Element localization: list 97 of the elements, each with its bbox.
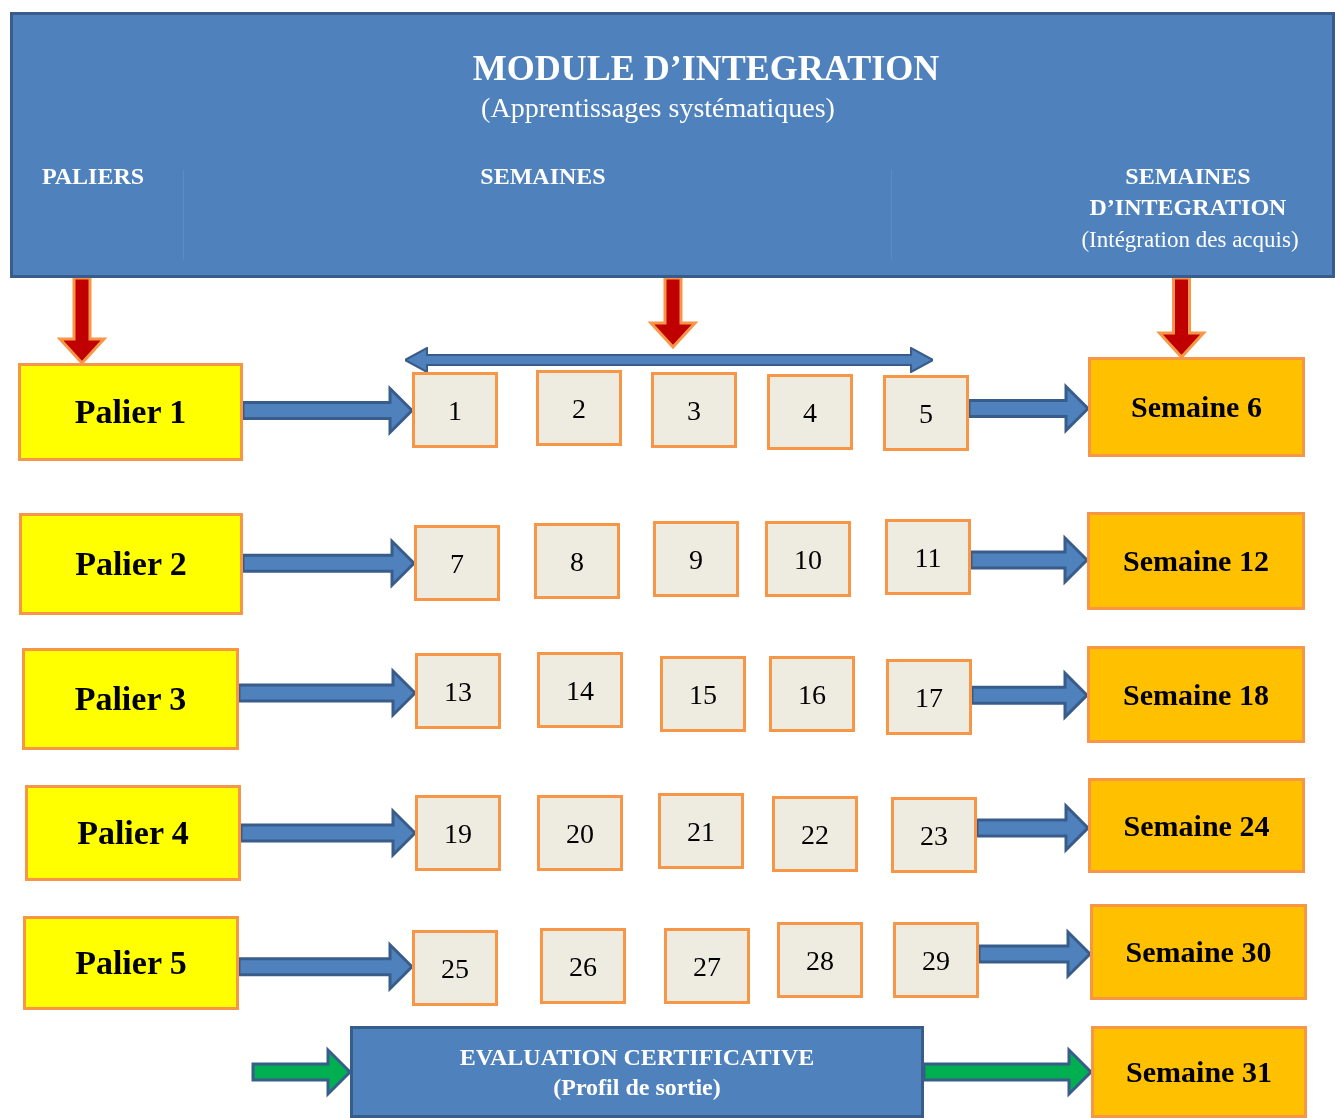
- subtitle: SEMAINES: [480, 162, 606, 191]
- integration-week-box: [1091, 1026, 1307, 1118]
- week-box: [415, 795, 501, 871]
- week-box: [412, 372, 498, 448]
- box-label: Semaine 31: [1126, 1054, 1272, 1091]
- block-arrow: [237, 941, 415, 993]
- box-label: Semaine 24: [1123, 807, 1270, 844]
- column-heading: PALIERS: [41, 162, 145, 191]
- week-box: [883, 375, 969, 451]
- week-number: 1: [448, 393, 462, 428]
- block-arrow: [56, 276, 108, 366]
- week-box: [767, 374, 853, 450]
- week-number: 29: [922, 943, 950, 978]
- level-box: [18, 363, 243, 461]
- block-arrow: [970, 669, 1090, 721]
- week-box: [537, 652, 623, 728]
- column-heading: SEMAINES D’INTEGRATION: [1088, 162, 1288, 223]
- block-arrow: [647, 276, 699, 350]
- week-number: 4: [803, 395, 817, 430]
- box-label: Palier 5: [75, 942, 187, 983]
- box-label: Semaine 6: [1131, 389, 1262, 426]
- week-number: 27: [693, 949, 721, 984]
- box-label: Semaine 18: [1123, 676, 1269, 713]
- week-number: 20: [566, 816, 594, 851]
- week-number: 23: [920, 818, 948, 853]
- box-label: Palier 4: [77, 812, 189, 853]
- week-number: 19: [444, 816, 472, 851]
- week-box: [660, 656, 746, 732]
- integration-week-box: [1088, 778, 1305, 873]
- week-number: 15: [689, 677, 717, 712]
- week-box: [534, 523, 620, 599]
- week-box: [765, 521, 851, 597]
- week-box: [536, 370, 622, 446]
- level-box: [19, 513, 243, 615]
- block-arrow: [241, 384, 415, 437]
- evaluation-box: [350, 1026, 924, 1118]
- week-box: [653, 521, 739, 597]
- box-label: Semaine 12: [1123, 543, 1269, 580]
- week-box: [414, 525, 500, 601]
- week-box: [891, 797, 977, 873]
- header-banner: [10, 12, 1335, 278]
- week-box: [769, 656, 855, 732]
- box-label: EVALUATION CERTIFICATIVE: [459, 1043, 815, 1072]
- integration-week-box: [1087, 512, 1305, 610]
- week-number: 5: [919, 396, 933, 431]
- week-box: [412, 930, 498, 1006]
- week-number: 8: [570, 544, 584, 579]
- week-box: [658, 793, 744, 869]
- level-box: [25, 785, 241, 881]
- week-box: [885, 519, 971, 595]
- week-number: 11: [914, 540, 942, 575]
- box-label: Palier 3: [74, 678, 187, 719]
- week-number: 10: [794, 542, 822, 577]
- block-arrow: [237, 667, 418, 719]
- week-box: [537, 795, 623, 871]
- week-box: [772, 796, 858, 872]
- box-label: Palier 1: [74, 391, 187, 432]
- integration-week-box: [1090, 904, 1307, 1000]
- block-arrow: [1156, 276, 1207, 360]
- week-box: [886, 659, 972, 735]
- block-arrow: [977, 928, 1093, 980]
- week-box: [777, 922, 863, 998]
- week-box: [664, 928, 750, 1004]
- block-arrow: [975, 802, 1091, 854]
- week-number: 26: [569, 949, 597, 984]
- integration-week-box: [1087, 646, 1305, 743]
- week-box: [415, 653, 501, 729]
- week-number: 14: [566, 673, 594, 708]
- level-box: [23, 916, 239, 1010]
- week-box: [893, 922, 979, 998]
- title: MODULE D’INTEGRATION: [472, 47, 940, 90]
- week-number: 2: [572, 391, 586, 426]
- week-number: 25: [441, 951, 469, 986]
- block-arrow: [241, 537, 417, 589]
- block-arrow: [922, 1046, 1094, 1098]
- week-number: 7: [450, 546, 464, 581]
- week-number: 9: [689, 542, 703, 577]
- week-box: [651, 372, 737, 448]
- subtitle: (Intégration des acquis): [1081, 226, 1299, 254]
- integration-week-box: [1088, 357, 1305, 457]
- box-label: Palier 2: [75, 543, 187, 584]
- box-label: Semaine 30: [1125, 934, 1272, 971]
- week-number: 13: [444, 674, 472, 709]
- week-number: 21: [687, 814, 715, 849]
- week-number: 28: [806, 943, 834, 978]
- block-arrow: [251, 1046, 353, 1098]
- week-number: 16: [798, 677, 826, 712]
- week-number: 3: [687, 393, 701, 428]
- week-box: [540, 928, 626, 1004]
- week-number: 17: [915, 680, 943, 715]
- block-arrow: [967, 382, 1091, 435]
- block-arrow: [239, 807, 418, 859]
- level-box: [22, 648, 239, 750]
- block-arrow: [969, 534, 1090, 586]
- subtitle: (Profil de sortie): [553, 1073, 721, 1102]
- subtitle: (Apprentissages systématiques): [481, 91, 835, 125]
- week-number: 22: [801, 817, 829, 852]
